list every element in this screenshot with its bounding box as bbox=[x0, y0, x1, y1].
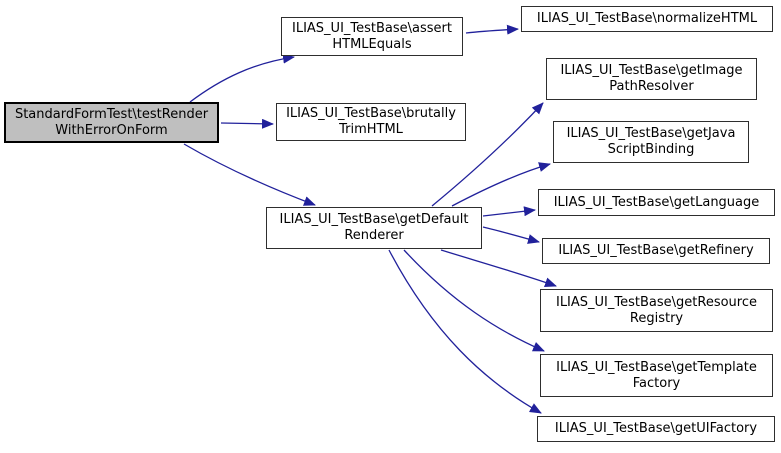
node-brutallytrimhtml[interactable]: ILIAS_UI_TestBase\brutally TrimHTML bbox=[276, 103, 466, 141]
node-label-line: ILIAS_UI_TestBase\getRefinery bbox=[558, 243, 754, 258]
node-label-line: ILIAS_UI_TestBase\getDefault bbox=[279, 212, 469, 227]
node-label-line: ILIAS_UI_TestBase\getResource bbox=[555, 294, 757, 310]
node-getjavascriptbinding[interactable]: ILIAS_UI_TestBase\getJava ScriptBinding bbox=[553, 121, 749, 163]
node-getuifactory[interactable]: ILIAS_UI_TestBase\getUIFactory bbox=[537, 416, 775, 442]
node-label-line: ILIAS_UI_TestBase\getUIFactory bbox=[554, 421, 758, 436]
edge-getdefaultrenderer-to-getresourceregistry bbox=[440, 249, 557, 288]
node-label-line: Registry bbox=[629, 310, 684, 326]
node-testrenderwitherroronform: StandardFormTest\testRender WithErrorOnF… bbox=[4, 102, 219, 143]
node-getrefinery[interactable]: ILIAS_UI_TestBase\getRefinery bbox=[542, 238, 770, 264]
node-getdefaultrenderer[interactable]: ILIAS_UI_TestBase\getDefault Renderer bbox=[266, 207, 482, 249]
node-label-line: StandardFormTest\testRender bbox=[14, 106, 209, 122]
node-normalizehtml[interactable]: ILIAS_UI_TestBase\normalizeHTML bbox=[521, 6, 773, 32]
node-getimagepathresolver[interactable]: ILIAS_UI_TestBase\getImage PathResolver bbox=[546, 58, 757, 100]
node-gettemplatefactory[interactable]: ILIAS_UI_TestBase\getTemplate Factory bbox=[540, 354, 773, 397]
edge-asserthtmlequals-to-normalizehtml bbox=[465, 24, 519, 35]
edge-getdefaultrenderer-to-getuifactory bbox=[388, 249, 542, 414]
node-label-line: ILIAS_UI_TestBase\assert bbox=[292, 20, 452, 36]
edge-getdefaultrenderer-to-getrefinery bbox=[482, 226, 540, 244]
node-label-line: ILIAS_UI_TestBase\getJava bbox=[566, 126, 736, 141]
node-label-line: ILIAS_UI_TestBase\getLanguage bbox=[553, 194, 760, 210]
node-label-line: HTMLEquals bbox=[332, 36, 412, 52]
edge-start-to-brutallytrimhtml bbox=[220, 118, 274, 129]
node-label-line: TrimHTML bbox=[339, 122, 403, 137]
edge-getdefaultrenderer-to-getlanguage bbox=[482, 206, 536, 217]
edge-start-to-asserthtmlequals bbox=[189, 53, 295, 103]
node-label-line: WithErrorOnForm bbox=[55, 122, 168, 138]
node-getresourceregistry[interactable]: ILIAS_UI_TestBase\getResource Registry bbox=[540, 289, 773, 332]
edge-getdefaultrenderer-to-gettemplatefactory bbox=[403, 249, 545, 352]
edge-getdefaultrenderer-to-getjavascriptbinding bbox=[451, 162, 551, 207]
node-label-line: ILIAS_UI_TestBase\brutally bbox=[286, 106, 456, 121]
node-getlanguage[interactable]: ILIAS_UI_TestBase\getLanguage bbox=[538, 189, 775, 216]
node-label-line: Factory bbox=[632, 375, 681, 391]
edge-getdefaultrenderer-to-getimagepathresolver bbox=[431, 102, 544, 207]
node-label-line: ILIAS_UI_TestBase\normalizeHTML bbox=[536, 11, 758, 26]
node-asserthtmlequals[interactable]: ILIAS_UI_TestBase\assert HTMLEquals bbox=[281, 17, 463, 56]
edge-start-to-getdefaultrenderer bbox=[183, 143, 316, 206]
node-label-line: PathResolver bbox=[609, 79, 694, 94]
node-label-line: Renderer bbox=[344, 228, 404, 243]
node-label-line: ScriptBinding bbox=[607, 142, 695, 157]
node-label-line: ILIAS_UI_TestBase\getTemplate bbox=[556, 359, 757, 375]
node-label-line: ILIAS_UI_TestBase\getImage bbox=[560, 63, 743, 78]
